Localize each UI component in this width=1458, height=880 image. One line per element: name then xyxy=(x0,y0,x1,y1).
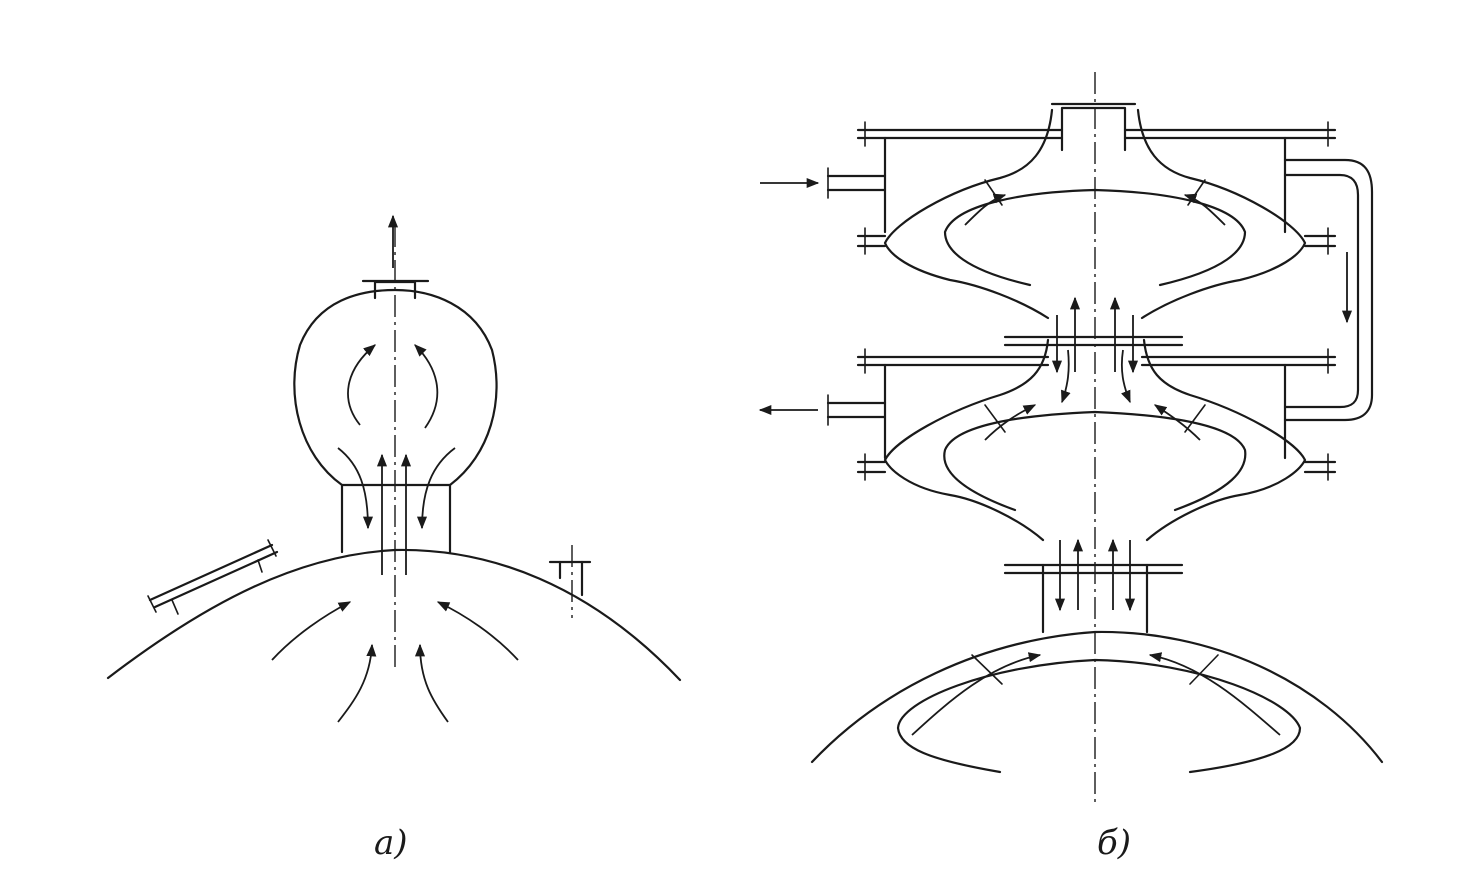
inflow-arrow-1 xyxy=(271,601,352,661)
circ-arrow-left xyxy=(347,344,376,426)
upper-ch-arrow-l xyxy=(964,193,1007,226)
inclined-nozzle-a xyxy=(147,539,279,615)
lower-chamber-inner xyxy=(943,410,1247,512)
inflow-arrow-4 xyxy=(414,643,449,723)
lower-ch-arrow-l xyxy=(984,404,1037,441)
upper-chamber-inner xyxy=(943,188,1247,287)
mid-swirl-l xyxy=(1061,349,1071,404)
panel-b xyxy=(758,72,1384,802)
mid-swirl-r xyxy=(1120,349,1131,404)
down-arrow-right xyxy=(416,447,456,530)
rib-b2 xyxy=(1189,654,1219,685)
top-nozzle-b xyxy=(1060,106,1127,152)
side-flanges xyxy=(856,227,1337,481)
panel-a xyxy=(106,214,682,723)
upper-header-pipes xyxy=(856,121,1337,234)
lower-ch-arrow-r xyxy=(1153,404,1201,441)
outlet-stub xyxy=(758,394,887,426)
dome-arrow-left xyxy=(911,652,1042,736)
down-arrow-left xyxy=(337,447,374,530)
bypass-loop-inner xyxy=(1283,173,1360,409)
caption-a: а) xyxy=(374,823,408,863)
rib-b1 xyxy=(971,654,1003,685)
caption-b: б) xyxy=(1097,823,1132,863)
lower-chamber-outer xyxy=(883,338,1307,542)
sphere-a xyxy=(293,288,498,487)
inlet-stub xyxy=(760,167,887,199)
inflow-arrow-3 xyxy=(337,643,377,723)
bypass-loop-outer xyxy=(1283,158,1374,422)
vessel-dome-a xyxy=(106,548,682,682)
lower-header-pipes xyxy=(856,348,1337,460)
inner-channel-b xyxy=(896,658,1302,774)
right-nozzle-a xyxy=(548,545,592,618)
vessel-dome-b xyxy=(810,630,1384,764)
lower-neck-b xyxy=(1041,563,1149,634)
dome-arrow-right xyxy=(1148,652,1281,736)
upper-ch-arrow-r xyxy=(1183,193,1226,226)
circ-arrow-right xyxy=(414,344,439,429)
neck-a xyxy=(340,483,452,554)
upper-chamber-outer xyxy=(883,108,1307,320)
inflow-arrow-2 xyxy=(436,601,519,661)
